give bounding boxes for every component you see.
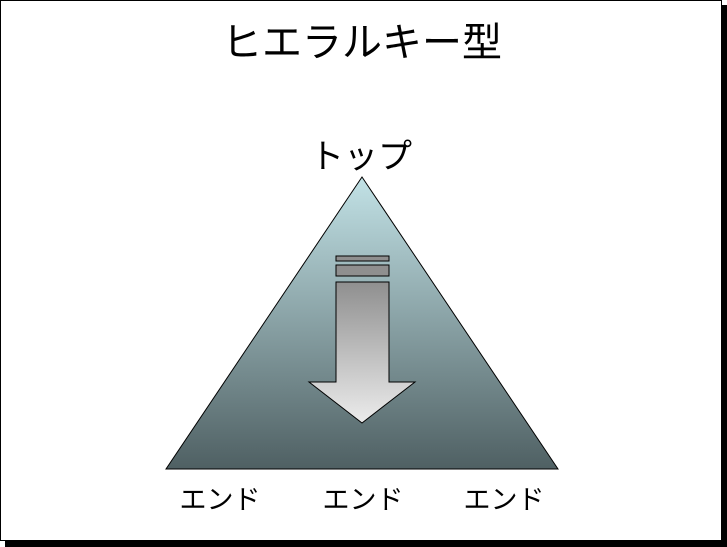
- slide-shadow: [722, 5, 727, 546]
- end-label-center: エンド: [322, 485, 404, 516]
- slide-shadow: [5, 541, 727, 547]
- arrow-bar-middle: [335, 264, 390, 277]
- end-label-left: エンド: [179, 485, 261, 516]
- end-label-right: エンド: [463, 485, 545, 516]
- arrow-body: [307, 281, 417, 424]
- top-down-arrow: [307, 255, 417, 424]
- slide-title: ヒエラルキー型: [222, 20, 502, 66]
- top-label: トップ: [310, 137, 412, 177]
- arrow-bar-top: [335, 255, 390, 262]
